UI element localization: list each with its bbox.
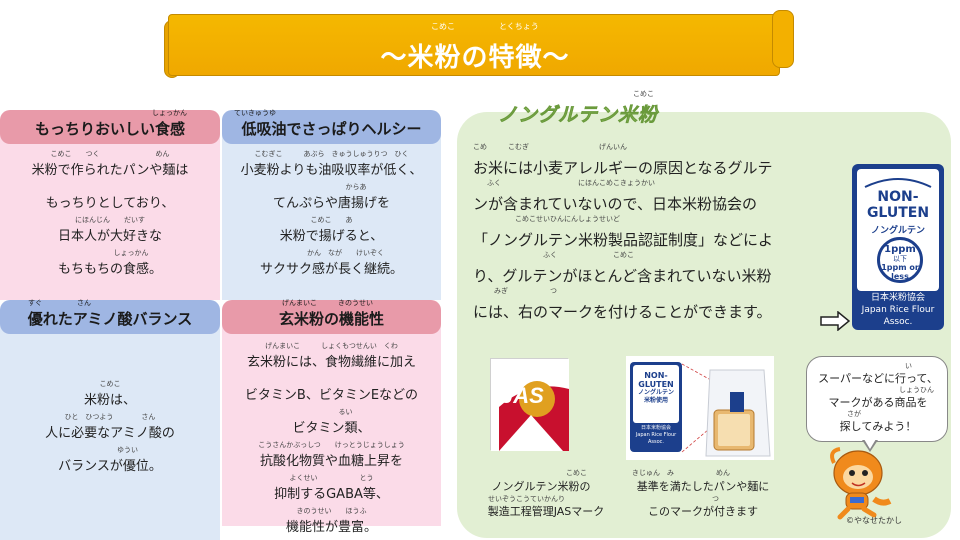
jas-caption-1: ノングルテン米粉の [491,480,591,493]
jas-mark: JAS [490,358,569,451]
title-ruby-komeko: こめこ [431,22,455,31]
panel-lowoil-body: こむぎこ あぶら きゅうしゅうりつ ひく小麦粉よりも油吸収率が低く、 からあてん… [222,128,441,300]
jas-cap1-ruby: こめこ [566,469,587,477]
panel-texture-line-3: にほんじん だいす日本人が大好きな [57,216,162,244]
bread-cap2-ruby: つ [712,495,719,503]
panel-brownrice-body: げんまいこ しょくもつせんい くわ玄米粉には、食物繊維に加え ビタミンB、ビタミ… [222,318,441,535]
panel-lowoil-line-3: こめこ あ米粉で揚げると、 [279,216,384,244]
svg-text:JAS: JAS [501,383,544,408]
panel-amino-line-3: ゆういバランスが優位。 [58,446,162,474]
panel-brownrice-line-2: ビタミンB、ビタミンEなどの [244,388,419,403]
panel-brownrice-line-6: きのうせい ほうふ機能性が豊富。 [285,507,377,535]
panel-amino-heading: すぐ さん 優れたアミノ酸バランス [0,299,220,334]
badge-line-1: NON- [877,189,919,205]
panel-amino-line-1: こめこ米粉は、 [83,380,136,408]
jas-logo-icon: JAS [491,359,569,451]
panel-brownrice-heading: げんまいこ きのうせい 玄米粉の機能性 [222,299,441,334]
badge-swoosh-icon [864,178,932,188]
panel-brownrice-line-3: るいビタミン類、 [292,408,371,436]
mini-nongluten-badge: NON- GLUTEN ノングルテン 米粉使用 日本米粉協会 Japan Ric… [630,362,682,452]
panel-brownrice-line-1: げんまいこ しょくもつせんい くわ玄米粉には、食物繊維に加え [246,342,416,370]
bread-cap1-ruby: きじゅん み めん [632,469,730,477]
badge-line-2: GLUTEN [866,205,930,221]
bread-caption-2: このマークが付きます [648,505,758,518]
jas-cap2-ruby: せいぞうこうていかんり [488,495,565,503]
right-arrow-icon [820,311,850,331]
jas-caption-2: 製造工程管理JASマーク [487,505,605,518]
copyright-text: ©やなせたかし [846,516,902,525]
desc-line-3: こめこせいひんにんしょうせいど「ノングルテン米粉製品認証制度」などによ [473,215,774,249]
badge-top: NON- GLUTEN ノングルテン 1ppm 以下 1ppm or less [857,169,939,291]
nongluten-description: こめ こむぎ げんいんお米には小麦アレルギーの原因となるグルテ ふく にほんこめ… [473,143,833,330]
bread-icon [681,363,771,457]
desc-line-2: ふく にほんこめこきょうかいンが含まれていないので、日本米粉協会の [473,179,757,213]
panel-texture-line-2: もっちりとしており、 [45,196,175,211]
nongluten-certification-badge: NON- GLUTEN ノングルテン 1ppm 以下 1ppm or less … [852,164,944,330]
panel-texture-body: こめこ つく めん米粉で作られたパンや麺は もっちりとしており、 にほんじん だ… [0,128,220,300]
bubble-text: スーパーなどに行って、 マークがある商品を 探してみよう！ [818,372,938,433]
bread-caption-1: 基準を満たしたパンや麺に [636,480,770,493]
nongluten-title-ruby: こめこ [633,90,654,98]
bubble-tail-inner [864,439,876,449]
panel-lowoil-line-2: からあてんぷらや唐揚げを [272,183,390,211]
panel-amino-body: こめこ米粉は、 ひと ひつよう さん人に必要なアミノ酸の ゆういバランスが優位。 [0,318,220,540]
bread-with-mark-image: NON- GLUTEN ノングルテン 米粉使用 日本米粉協会 Japan Ric… [626,356,774,460]
page-title: ～米粉の特徴～ [380,43,570,73]
badge-organization: 日本米粉協会 Japan Rice Flour Assoc. [861,293,935,327]
panel-lowoil-heading: ていきゅうゆ 低吸油でさっぱりヘルシー [222,109,441,144]
panel-brownrice-line-5: よくせい とう抑制するGABA等、 [274,474,389,502]
title-ruby-tokucho: とくちょう [499,22,539,31]
nongluten-title: ノングルテン米粉 [498,104,659,127]
badge-line-3: ノングルテン [870,226,925,236]
panel-texture-heading: しょっかん もっちりおいしい食感 [0,109,220,144]
mini-badge-top: NON- GLUTEN ノングルテン 米粉使用 [633,365,679,423]
banner-right-roll [772,10,794,68]
panel-texture-line-4: しょっかんもちもちの食感。 [57,249,162,277]
desc-line-1: こめ こむぎ げんいんお米には小麦アレルギーの原因となるグルテ [473,143,773,177]
speech-bubble: い しょうひん さが スーパーなどに行って、 マークがある商品を 探してみよう！ [806,356,948,442]
panel-lowoil-line-1: こむぎこ あぶら きゅうしゅうりつ ひく小麦粉よりも油吸収率が低く、 [240,150,423,178]
mini-badge-organization: 日本米粉協会 Japan Rice Flour Assoc. [635,425,677,445]
desc-line-5: みぎ つには、右のマークを付けることができます。 [473,287,772,321]
banner-body: こめこ とくちょう ～米粉の特徴～ [168,14,780,76]
panel-amino-line-2: ひと ひつよう さん人に必要なアミノ酸の [45,413,175,441]
badge-ppm-circle: 1ppm 以下 1ppm or less [877,237,923,283]
panel-texture-line-1: こめこ つく めん米粉で作られたパンや麺は [31,150,189,178]
title-banner: こめこ とくちょう ～米粉の特徴～ [164,10,794,78]
panel-lowoil-line-4: かん なが けいぞくサクサク感が長く継続。 [259,249,403,277]
mascot-character-icon [830,447,892,520]
desc-line-4: ふく こめこり、グルテンがほとんど含まれていない米粉 [473,251,772,285]
panel-brownrice-line-4: こうさんかぶっしつ けっとうじょうしょう抗酸化物質や血糖上昇を [258,441,405,469]
